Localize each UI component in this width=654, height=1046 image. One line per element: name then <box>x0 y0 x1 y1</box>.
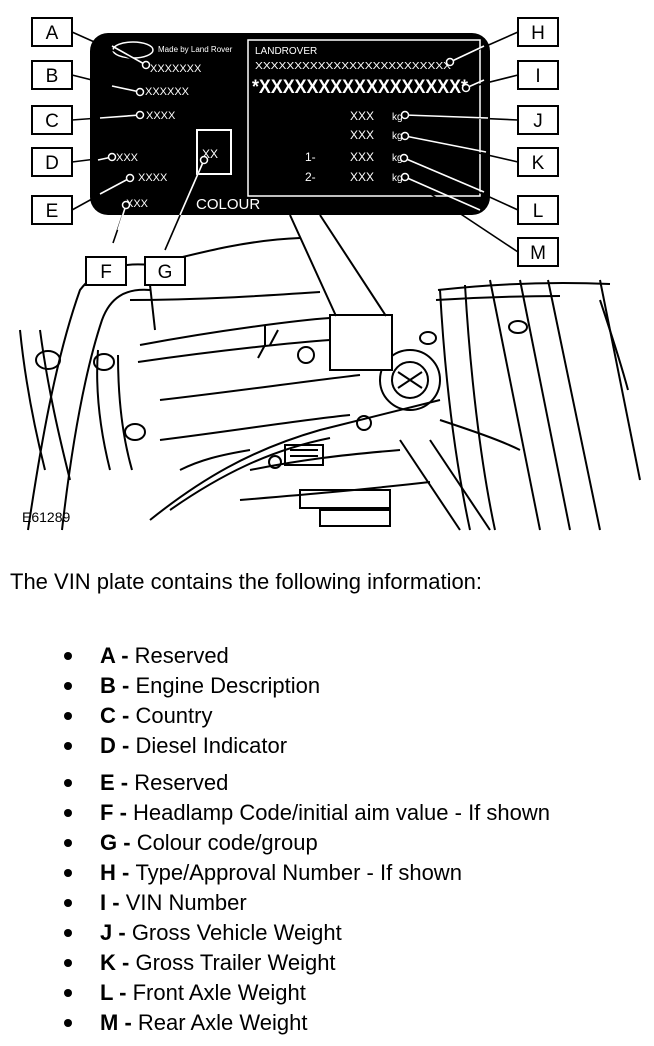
legend-letter: A <box>100 643 116 668</box>
legend-letter: B <box>100 673 116 698</box>
zoom-pointer-lines <box>289 214 387 317</box>
plate-field-e: XXXX <box>138 172 168 184</box>
legend-letter: K <box>100 950 116 975</box>
vin-plate <box>90 33 490 215</box>
legend-item: M - Rear Axle Weight <box>64 1008 550 1038</box>
weight-value-k: XXX <box>350 128 374 142</box>
vin-plate-diagram: Made by Land Rover XXXXXXX XXXXXX XXXX X… <box>19 17 641 531</box>
callout-k: K <box>532 153 545 174</box>
legend-letter: E <box>100 770 115 795</box>
plate-colour-label: COLOUR <box>196 196 260 213</box>
legend-item: K - Gross Trailer Weight <box>64 948 550 978</box>
legend-description: Front Axle Weight <box>132 980 306 1005</box>
legend-description: Headlamp Code/initial aim value - If sho… <box>133 800 550 825</box>
legend-separator: - <box>115 950 136 975</box>
legend-description: Gross Trailer Weight <box>135 950 336 975</box>
legend-item: A - Reserved <box>64 641 550 671</box>
legend-description: VIN Number <box>125 890 247 915</box>
legend-separator: - <box>118 1010 138 1035</box>
legend-item: C - Country <box>64 701 550 731</box>
legend-description: Engine Description <box>135 673 321 698</box>
legend-letter: H <box>100 860 116 885</box>
legend-letter: D <box>100 733 116 758</box>
legend-letter: C <box>100 703 116 728</box>
legend-item: J - Gross Vehicle Weight <box>64 918 550 948</box>
legend-item: E - Reserved <box>64 768 550 798</box>
weight-unit-m: kg <box>392 173 403 184</box>
legend-separator: - <box>112 920 132 945</box>
legend-letter: L <box>100 980 114 1005</box>
legend-separator: - <box>115 733 136 758</box>
legend-separator: - <box>115 673 136 698</box>
weight-unit-j: kg <box>392 112 403 123</box>
legend-letter: F <box>100 800 114 825</box>
plate-field-a: XXXXXXX <box>150 63 202 75</box>
callout-f: F <box>100 262 112 283</box>
plate-field-b: XXXXXX <box>145 86 190 98</box>
intro-text: The VIN plate contains the following inf… <box>10 569 483 594</box>
legend-separator: - <box>113 980 133 1005</box>
axle-2-label: 2- <box>305 170 316 184</box>
callout-b: B <box>46 66 59 87</box>
callout-a: A <box>46 23 59 44</box>
legend-separator: - <box>117 830 137 855</box>
callout-j: J <box>533 111 543 132</box>
callout-boxes <box>31 17 559 286</box>
legend-item: B - Engine Description <box>64 671 550 701</box>
legend-letter: M <box>100 1010 119 1035</box>
callout-c: C <box>45 111 59 132</box>
plate-type-approval: XXXXXXXXXXXXXXXXXXXXXXXXX <box>255 61 451 72</box>
leader-lines <box>71 31 519 253</box>
legend-description: Country <box>135 703 213 728</box>
legend-item: G - Colour code/group <box>64 828 550 858</box>
legend-separator: - <box>113 800 134 825</box>
figure-code: E61289 <box>22 509 70 525</box>
legend-item: H - Type/Approval Number - If shown <box>64 858 550 888</box>
weight-value-j: XXX <box>350 109 374 123</box>
callout-m: M <box>530 243 546 264</box>
vehicle-body-drawing <box>19 237 641 531</box>
plate-field-c: XXXX <box>146 110 176 122</box>
legend-letter: G <box>100 830 118 855</box>
weight-unit-l: kg <box>392 153 403 164</box>
legend-letter: I <box>100 890 107 915</box>
legend-item: L - Front Axle Weight <box>64 978 550 1008</box>
legend-description: Gross Vehicle Weight <box>131 920 342 945</box>
plate-vin: *XXXXXXXXXXXXXXXXX* <box>252 77 469 98</box>
callout-l: L <box>533 201 544 222</box>
legend-item: F - Headlamp Code/initial aim value - If… <box>64 798 550 828</box>
vin-plate-location <box>329 314 393 371</box>
legend-separator: - <box>115 643 135 668</box>
plate-field-d: XXX <box>116 152 139 164</box>
callout-i: I <box>535 66 540 87</box>
legend-description: Reserved <box>134 770 229 795</box>
axle-1-label: 1- <box>305 150 316 164</box>
plate-field-f: XXX <box>126 198 149 210</box>
vehicle-parts <box>35 320 528 469</box>
colour-code-box <box>196 129 232 175</box>
callout-h: H <box>531 23 545 44</box>
legend-letter: J <box>100 920 113 945</box>
legend-description: Colour code/group <box>136 830 318 855</box>
legend-item: D - Diesel Indicator <box>64 731 550 761</box>
legend-separator: - <box>106 890 126 915</box>
legend-description: Diesel Indicator <box>135 733 288 758</box>
legend-list: A - Reserved B - Engine Description C - … <box>64 641 550 1038</box>
weight-value-m: XXX <box>350 170 374 184</box>
legend-separator: - <box>114 770 135 795</box>
legend-separator: - <box>115 703 136 728</box>
legend-separator: - <box>115 860 136 885</box>
weight-unit-k: kg <box>392 131 403 142</box>
legend-item: I - VIN Number <box>64 888 550 918</box>
callout-e: E <box>46 201 59 222</box>
leader-end-dots <box>107 57 471 210</box>
callout-d: D <box>45 153 59 174</box>
plate-brand-text: LANDROVER <box>255 46 317 57</box>
legend-description: Reserved <box>134 643 229 668</box>
legend-description: Type/Approval Number - If shown <box>135 860 462 885</box>
legend-description: Rear Axle Weight <box>137 1010 308 1035</box>
weight-value-l: XXX <box>350 150 374 164</box>
callout-g: G <box>158 262 173 283</box>
plate-maker-text: Made by Land Rover <box>158 45 233 54</box>
